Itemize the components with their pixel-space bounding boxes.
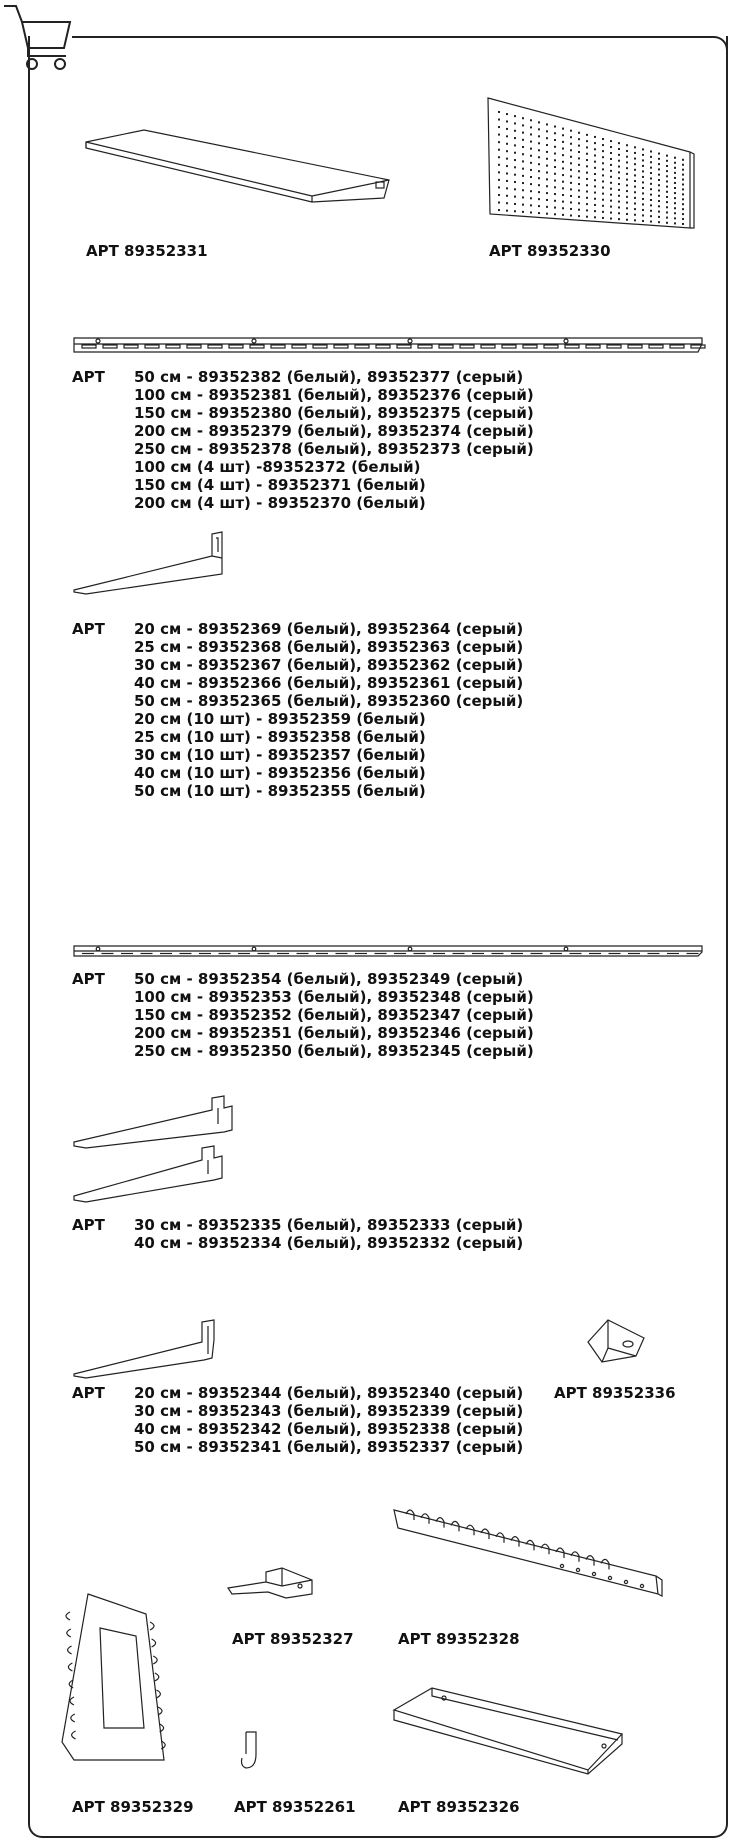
shelf-board-illustration <box>85 129 390 203</box>
double-bracket-line: 30 см - 89352335 (белый), 89352333 (серы… <box>134 1216 524 1234</box>
double-bracket-illustration <box>73 1095 233 1203</box>
heavy-rail-line: 250 см - 89352378 (белый), 89352373 (сер… <box>134 440 534 458</box>
tray-illustration <box>392 1687 624 1775</box>
wood-bracket-line: 40 см - 89352342 (белый), 89352338 (серы… <box>134 1420 524 1438</box>
wood-bracket-line: 20 см - 89352344 (белый), 89352340 (серы… <box>134 1384 524 1402</box>
wood-bracket-article-list: 20 см - 89352344 (белый), 89352340 (серы… <box>134 1384 523 1456</box>
double-bracket-art-key: АРТ <box>72 1216 105 1234</box>
single-bracket-line: 25 см - 89352368 (белый), 89352363 (серы… <box>134 638 524 656</box>
single-bracket-line: 50 см (10 шт) - 89352355 (белый) <box>134 782 426 800</box>
frame-corner <box>712 36 728 52</box>
double-bracket-article-list: 30 см - 89352335 (белый), 89352333 (серы… <box>134 1216 523 1252</box>
single-bracket-line: 20 см - 89352369 (белый), 89352364 (серы… <box>134 620 524 638</box>
heavy-rail-line: 200 см (4 шт) - 89352370 (белый) <box>134 494 426 512</box>
small-hook-illustration <box>240 1731 257 1769</box>
heavy-rail-art-key: АРТ <box>72 368 105 386</box>
wood-bracket-line: 30 см - 89352343 (белый), 89352339 (серы… <box>134 1402 524 1420</box>
shelf-clip-article-label: АРТ 89352336 <box>554 1384 676 1402</box>
vertical-rack-illustration <box>61 1593 166 1761</box>
light-rail-line: 50 см - 89352354 (белый), 89352349 (серы… <box>134 970 524 988</box>
single-bracket-line: 20 см (10 шт) - 89352359 (белый) <box>134 710 426 728</box>
double-bracket-line: 40 см - 89352334 (белый), 89352332 (серы… <box>134 1234 524 1252</box>
vertical-rack-article-label: АРТ 89352329 <box>72 1798 194 1816</box>
heavy-rail-line: 200 см - 89352379 (белый), 89352374 (сер… <box>134 422 534 440</box>
heavy-rail-line: 100 см - 89352381 (белый), 89352376 (сер… <box>134 386 534 404</box>
single-bracket-line: 40 см (10 шт) - 89352356 (белый) <box>134 764 426 782</box>
shelf-clip-illustration <box>587 1319 645 1363</box>
single-bracket-art-key: АРТ <box>72 620 105 638</box>
light-rail-line: 100 см - 89352353 (белый), 89352348 (сер… <box>134 988 534 1006</box>
hook-holder-article-label: АРТ 89352327 <box>232 1630 354 1648</box>
single-bracket-illustration <box>73 531 223 595</box>
single-bracket-line: 25 см (10 шт) - 89352358 (белый) <box>134 728 426 746</box>
small-hook-article-label: АРТ 89352261 <box>234 1798 356 1816</box>
heavy-rail-line: 50 см - 89352382 (белый), 89352377 (серы… <box>134 368 524 386</box>
shelf-article-label: АРТ 89352331 <box>86 242 208 260</box>
light-rail-article-list: 50 см - 89352354 (белый), 89352349 (серы… <box>134 970 534 1060</box>
light-rail-illustration <box>73 945 703 957</box>
light-rail-line: 250 см - 89352350 (белый), 89352345 (сер… <box>134 1042 534 1060</box>
page-frame <box>28 36 728 1838</box>
frame-top-edge <box>72 36 714 38</box>
pegboard-illustration <box>487 97 695 229</box>
light-rail-art-key: АРТ <box>72 970 105 988</box>
single-bracket-line: 30 см (10 шт) - 89352357 (белый) <box>134 746 426 764</box>
heavy-rail-line: 150 см - 89352380 (белый), 89352375 (сер… <box>134 404 534 422</box>
shopping-cart-icon <box>4 5 72 70</box>
single-bracket-line: 30 см - 89352367 (белый), 89352362 (серы… <box>134 656 524 674</box>
light-rail-line: 200 см - 89352351 (белый), 89352346 (сер… <box>134 1024 534 1042</box>
light-rail-line: 150 см - 89352352 (белый), 89352347 (сер… <box>134 1006 534 1024</box>
wood-bracket-line: 50 см - 89352341 (белый), 89352337 (серы… <box>134 1438 524 1456</box>
heavy-rail-illustration <box>73 337 706 353</box>
heavy-rail-article-list: 50 см - 89352382 (белый), 89352377 (серы… <box>134 368 534 512</box>
hook-holder-illustration <box>226 1567 313 1599</box>
pegboard-article-label: АРТ 89352330 <box>489 242 611 260</box>
single-bracket-line: 40 см - 89352366 (белый), 89352361 (серы… <box>134 674 524 692</box>
tool-rack-article-label: АРТ 89352328 <box>398 1630 520 1648</box>
single-bracket-article-list: 20 см - 89352369 (белый), 89352364 (серы… <box>134 620 523 800</box>
heavy-rail-line: 150 см (4 шт) - 89352371 (белый) <box>134 476 426 494</box>
heavy-rail-line: 100 см (4 шт) -89352372 (белый) <box>134 458 421 476</box>
wood-bracket-illustration <box>73 1319 215 1379</box>
wood-bracket-art-key: АРТ <box>72 1384 105 1402</box>
tray-article-label: АРТ 89352326 <box>398 1798 520 1816</box>
single-bracket-line: 50 см - 89352365 (белый), 89352360 (серы… <box>134 692 524 710</box>
tool-rack-illustration <box>393 1509 663 1597</box>
